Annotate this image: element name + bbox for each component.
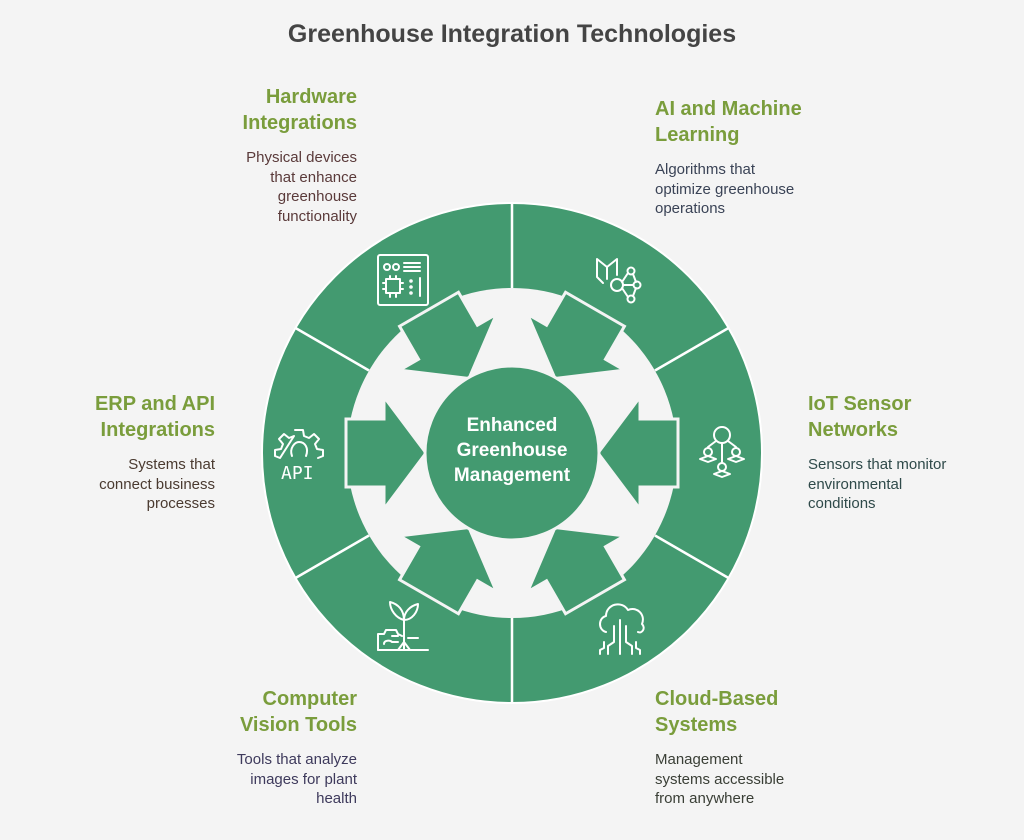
label-erp-api-integrations: ERP and API Integrations Systems that co…	[15, 391, 215, 514]
label-iot-sensor-networks: IoT Sensor Networks Sensors that monitor…	[808, 391, 1008, 514]
plant-sprout-icon	[377, 601, 429, 651]
label-description: Systems that connect business processes	[99, 456, 215, 512]
label-description: Sensors that monitor environmental condi…	[808, 456, 947, 512]
label-description: Algorithms that optimize greenhouse oper…	[655, 161, 795, 217]
sensor-network-icon	[699, 426, 745, 478]
label-cloud-based-systems: Cloud-Based Systems Management systems a…	[655, 686, 855, 809]
label-heading: ERP and API Integrations	[94, 393, 215, 441]
label-computer-vision-tools: Computer Vision Tools Tools that analyze…	[157, 686, 357, 809]
label-description: Management systems accessible from anywh…	[655, 751, 785, 807]
book-network-icon	[596, 258, 642, 304]
label-heading: Cloud-Based Systems	[655, 688, 779, 736]
segment-dividers	[294, 203, 730, 703]
cloud-circuit-icon	[599, 603, 645, 655]
label-heading: AI and Machine Learning	[655, 98, 802, 146]
label-heading: IoT Sensor Networks	[808, 393, 912, 441]
diagram-title: Greenhouse Integration Technologies	[287, 20, 737, 48]
label-heading: Hardware Integrations	[242, 86, 357, 134]
center-hub	[423, 364, 601, 542]
center-line-2: Greenhouse	[456, 440, 568, 461]
center-line-3: Management	[453, 465, 571, 486]
label-ai-machine-learning: AI and Machine Learning Algorithms that …	[655, 96, 855, 219]
label-description: Tools that analyze images for plant heal…	[236, 751, 357, 807]
gear-api-icon: API	[274, 429, 324, 484]
svg-text:API: API	[281, 463, 314, 484]
center-label: Enhanced Greenhouse Management	[432, 413, 592, 488]
circuit-board-icon	[377, 254, 429, 306]
label-description: Physical devices that enhance greenhouse…	[246, 149, 357, 225]
label-hardware-integrations: Hardware Integrations Physical devices t…	[157, 84, 357, 226]
center-line-1: Enhanced	[466, 415, 558, 436]
label-heading: Computer Vision Tools	[239, 688, 357, 736]
